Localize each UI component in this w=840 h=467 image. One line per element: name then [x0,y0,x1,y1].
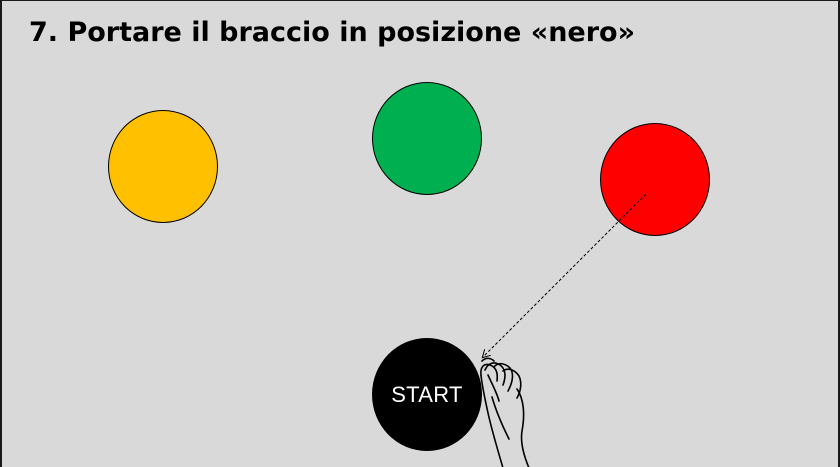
start-label: START [391,381,463,407]
hand-icon [480,357,530,467]
slide-title: 7. Portare il braccio in posizione «nero… [29,17,636,48]
red-target[interactable] [600,123,710,236]
start-button[interactable]: START [372,338,482,451]
green-target[interactable] [372,82,482,195]
yellow-target[interactable] [108,110,218,223]
